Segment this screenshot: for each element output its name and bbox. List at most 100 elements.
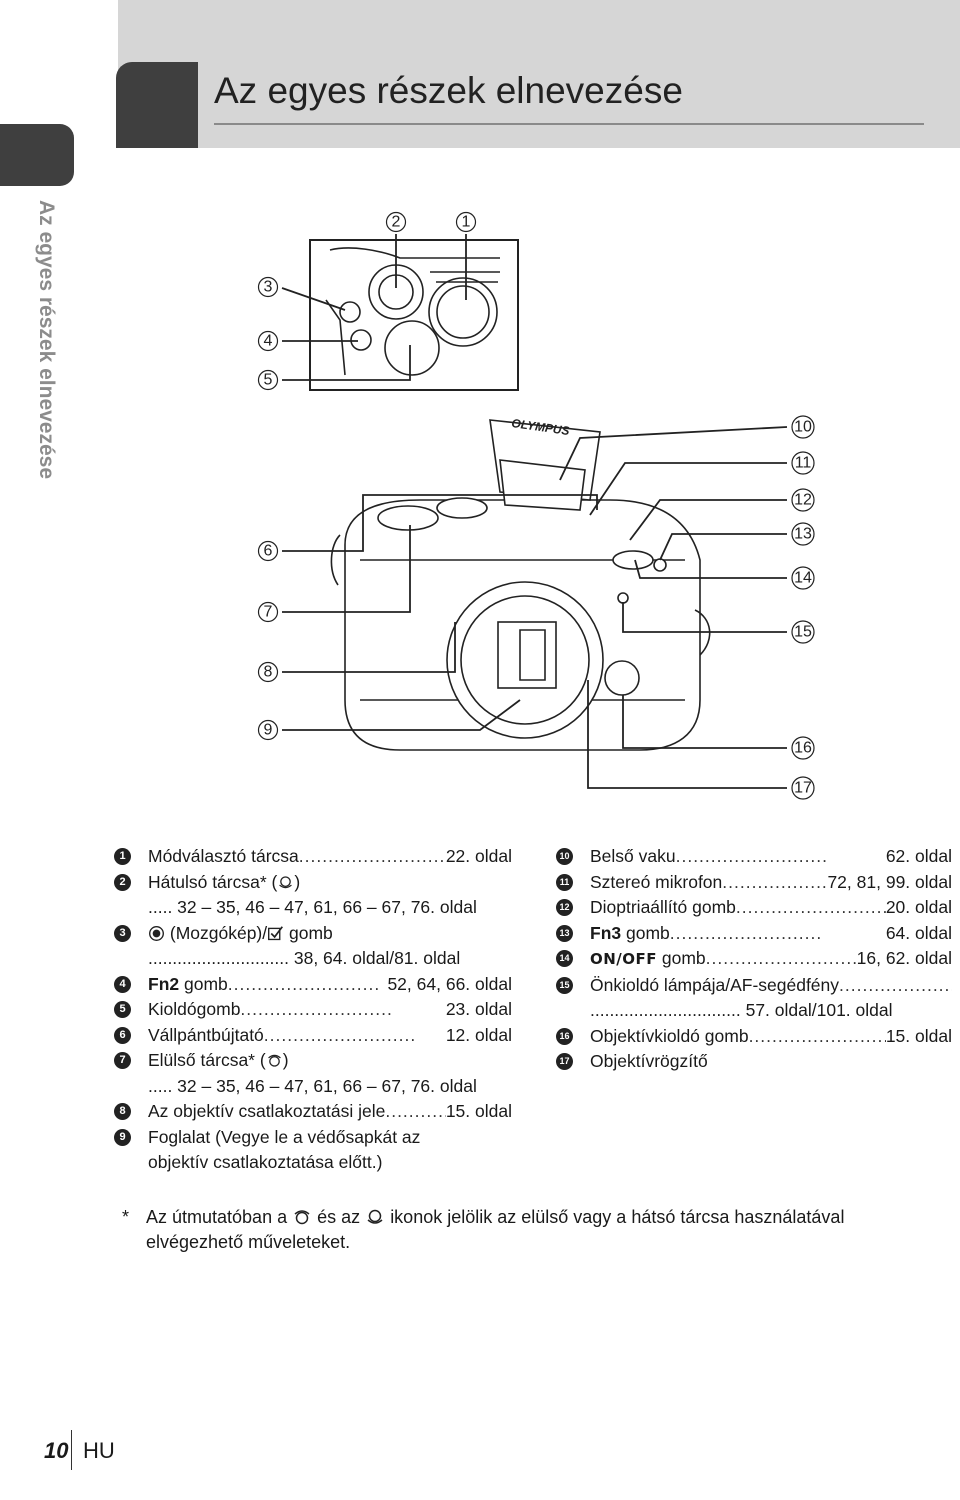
- dot-leader: ..........................: [227, 973, 381, 994]
- callout-11: [791, 451, 815, 475]
- callout-6-text: 6: [264, 543, 273, 560]
- camera-body: [330, 419, 711, 751]
- dot-leader: ..........................: [735, 897, 886, 917]
- item-continuation: ..... 32 – 35, 46 – 47, 61, 66 – 67, 76.…: [148, 1075, 477, 1096]
- item-number: 5: [114, 1001, 131, 1018]
- callout-9: [257, 719, 279, 741]
- callout-17: [791, 776, 815, 800]
- dot-leader: ..........................: [722, 871, 828, 892]
- dot-leader: ..........................: [669, 922, 823, 943]
- item-label: Elülső tárcsa* (: [148, 1050, 266, 1070]
- item-number: 8: [114, 1103, 131, 1120]
- item-number: 14: [556, 950, 573, 967]
- list-item: 2 Hátulsó tárcsa* () ..... 32 – 35, 46 –…: [114, 870, 512, 921]
- item-label: Objektívkioldó gomb: [590, 1025, 749, 1046]
- leader-lines: [281, 234, 788, 789]
- item-label-end: ): [294, 871, 301, 892]
- callout-16: [791, 736, 815, 760]
- list-item: 11 Sztereó mikrofon.....................…: [556, 870, 952, 896]
- page-ref: 15. oldal: [885, 1025, 952, 1046]
- list-item: 1 Módválasztó tárcsa....................…: [114, 844, 512, 870]
- list-item: 16 Objektívkioldó gomb..................…: [556, 1024, 952, 1050]
- camera-figure: OLYMPUS 2 1 3 4 5 6 7 8: [257, 211, 815, 800]
- callout-4: [257, 330, 279, 352]
- list-item: 14 ON/OFF gomb..........................…: [556, 946, 952, 973]
- parts-list-right: 10 Belső vaku.......................... 6…: [556, 844, 952, 1075]
- page-ref: 64. oldal: [885, 922, 952, 943]
- callout-15: [791, 620, 815, 644]
- footnote-star: *: [122, 1207, 130, 1227]
- footnote-text-3: ikonok jelölik az elülső vagy a hátsó tá…: [390, 1207, 845, 1227]
- item-number: 6: [114, 1026, 131, 1044]
- title-rule: [214, 123, 924, 125]
- list-item: 9 Foglalat (Vegye le a védősapkát az obj…: [114, 1125, 512, 1176]
- header-tab: [116, 62, 198, 148]
- callout-3: [257, 276, 279, 298]
- item-number: 9: [114, 1128, 131, 1146]
- callout-10-text: 10: [794, 419, 812, 436]
- movie-record-icon: [149, 925, 164, 941]
- dot-leader: ..........................: [675, 846, 829, 866]
- item-continuation: objektív csatlakoztatása előtt.): [148, 1152, 383, 1172]
- callout-4-text: 4: [264, 333, 273, 350]
- page-ref: 15. oldal: [445, 1101, 512, 1121]
- item-number: 15: [556, 976, 573, 994]
- rear-dial-icon: [367, 1209, 383, 1224]
- callout-2-text: 2: [392, 214, 401, 231]
- front-dial-icon: [267, 1054, 281, 1067]
- item-label-end: ): [282, 1050, 289, 1070]
- item-label: Sztereó mikrofon: [590, 871, 723, 892]
- item-continuation: ............................. 38, 64. ol…: [148, 948, 461, 968]
- callout-9-text: 9: [264, 722, 273, 739]
- item-number: 7: [114, 1052, 131, 1069]
- list-item: 15 Önkioldó lámpája/AF-segédfény........…: [556, 973, 952, 1024]
- side-tab: [0, 124, 74, 186]
- item-label: Kioldógomb: [148, 999, 241, 1019]
- page-number: 10: [44, 1438, 69, 1463]
- list-item: 10 Belső vaku.......................... 6…: [556, 844, 952, 870]
- callout-14: [791, 566, 815, 590]
- page-ref: 62. oldal: [885, 846, 952, 866]
- item-label: Módválasztó tárcsa: [148, 846, 299, 866]
- item-label: Vállpántbújtató: [148, 1024, 264, 1045]
- footnote-text-1: Az útmutatóban a: [146, 1207, 288, 1227]
- item-label: Fn2: [148, 973, 180, 994]
- item-number: 3: [114, 924, 131, 942]
- item-number: 10: [556, 848, 573, 865]
- dot-leader: ..........................: [385, 1101, 445, 1121]
- item-label: Fn3: [590, 922, 622, 943]
- callout-17-text: 17: [794, 780, 812, 797]
- callout-7: [257, 601, 279, 623]
- side-label: Az egyes részek elnevezése: [35, 200, 58, 480]
- footer-divider: [71, 1430, 72, 1470]
- item-number: 4: [114, 975, 131, 993]
- callout-5-text: 5: [264, 372, 273, 389]
- top-view-inset: [309, 239, 519, 391]
- callout-8: [257, 661, 279, 683]
- callout-6: [257, 540, 279, 562]
- list-item: 6 Vállpántbújtató.......................…: [114, 1023, 512, 1049]
- checkbox-icon: [268, 925, 284, 940]
- item-label: (Mozgókép)/: [165, 922, 268, 943]
- list-item: 5 Kioldógomb..........................23…: [114, 997, 512, 1023]
- callout-13-text: 13: [794, 526, 812, 543]
- item-number: 12: [556, 899, 573, 916]
- callout-numbers: 2 1 3 4 5 6 7 8 9 10 11 12 13 14 15 16 1…: [257, 211, 815, 800]
- dot-leader: ..........................: [748, 1025, 886, 1046]
- item-continuation: ............................... 57. olda…: [590, 1000, 893, 1020]
- page-ref: 52, 64, 66. oldal: [387, 973, 512, 994]
- parts-list-left: 1 Módválasztó tárcsa....................…: [114, 844, 512, 1176]
- callout-12-text: 12: [794, 492, 812, 509]
- list-item: 3 (Mozgókép)/ gomb .....................…: [114, 921, 512, 972]
- list-item: 12 Dioptriaállító gomb..................…: [556, 895, 952, 921]
- item-number: 1: [114, 848, 131, 865]
- item-label: Az objektív csatlakoztatási jele: [148, 1101, 386, 1121]
- callout-2: [385, 211, 407, 233]
- item-label: Foglalat (Vegye le a védősapkát az: [148, 1126, 421, 1147]
- item-label: Belső vaku: [590, 846, 676, 866]
- list-item: 8 Az objektív csatlakoztatási jele......…: [114, 1099, 512, 1125]
- item-label-rest: gomb: [657, 948, 706, 968]
- dot-leader: ..........................: [705, 948, 857, 968]
- callout-11-text: 11: [795, 455, 812, 472]
- item-label: Objektívrögzítő: [590, 1051, 708, 1071]
